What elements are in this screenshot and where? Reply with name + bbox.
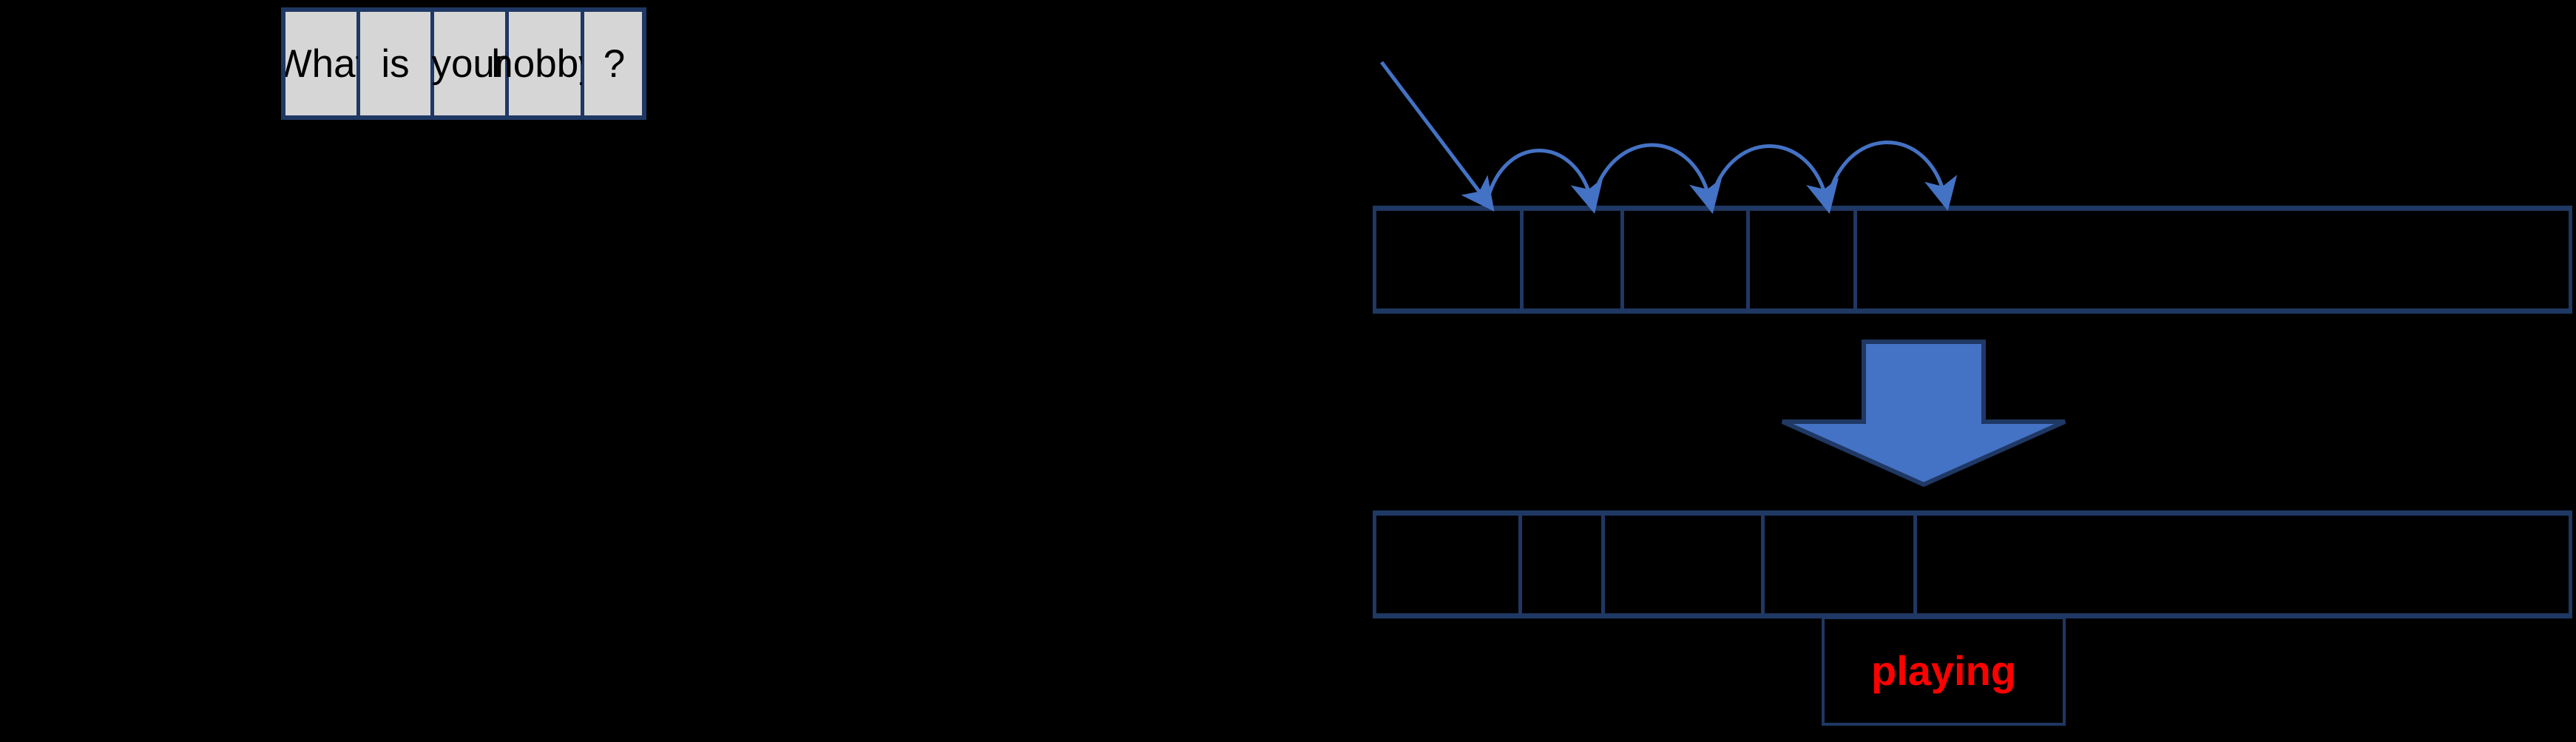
predicted-token-cell[interactable]: playing: [1822, 616, 2066, 726]
sentence-token-cell[interactable]: is: [358, 9, 433, 118]
encoder-state-cell[interactable]: [1521, 207, 1623, 312]
sentence-token-cell[interactable]: ?: [582, 9, 646, 118]
decoder-state-cell[interactable]: [1915, 512, 2571, 617]
hop-arrow-4: [1825, 141, 1958, 212]
sentence-token-label: What: [274, 41, 367, 86]
hop-arrow-1: [1484, 149, 1603, 215]
encoder-state-cell[interactable]: [1855, 207, 2571, 312]
encoder-state-table: [1373, 206, 2572, 314]
sentence-token-label: is: [381, 41, 410, 86]
encoder-state-cell[interactable]: [1748, 207, 1856, 312]
input-to-encoder-arrow: [1380, 61, 1495, 212]
sentence-token-cell[interactable]: your: [431, 9, 508, 118]
predicted-token-label: playing: [1870, 647, 2017, 694]
sentence-token-label: hobby: [491, 41, 598, 86]
encoder-state-cell[interactable]: [1622, 207, 1748, 312]
decoder-state-cell[interactable]: [1762, 512, 1916, 617]
sentence-token-cell[interactable]: What: [275, 9, 366, 118]
sentence-token-label: your: [431, 41, 508, 86]
decoder-state-cell[interactable]: [1520, 512, 1603, 617]
hop-arrow-2: [1589, 143, 1723, 215]
hop-arrow-3: [1708, 144, 1839, 215]
sentence-token-cell[interactable]: hobby: [491, 9, 598, 118]
decoder-state-cell[interactable]: [1603, 512, 1763, 617]
decoder-state-table: [1373, 510, 2572, 618]
encoder-to-decoder-arrow: [1781, 340, 2066, 488]
decoder-state-cell[interactable]: [1374, 512, 1521, 617]
encoder-state-cell[interactable]: [1374, 207, 1522, 312]
sentence-token-label: ?: [603, 41, 626, 86]
input-sentence-table: What is your hobby ?: [275, 7, 646, 120]
